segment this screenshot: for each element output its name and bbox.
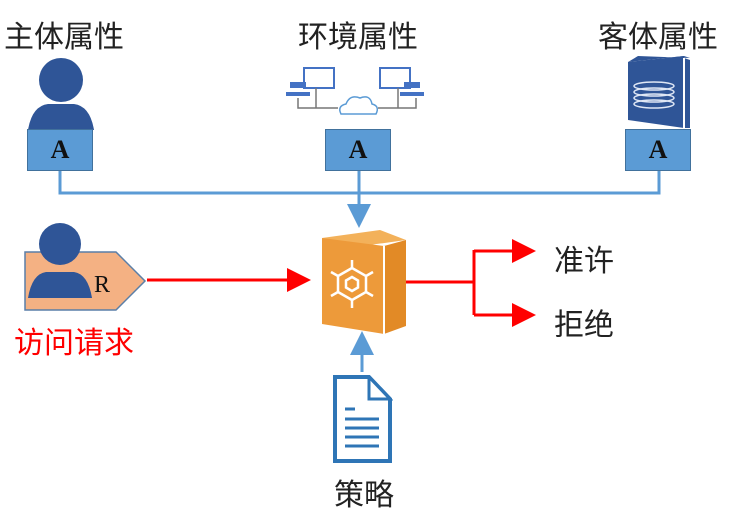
policy-label: 策略: [334, 478, 394, 513]
user-icon: [28, 58, 94, 130]
request-tag: R: [94, 272, 110, 298]
policy-document-icon: [333, 375, 393, 463]
access-request-label: 访问请求: [14, 326, 134, 361]
object-attribute-tag: A: [625, 129, 691, 171]
database-server-icon: [628, 56, 690, 128]
access-request-icon: R: [24, 223, 147, 311]
subject-attribute-label: 主体属性: [4, 20, 124, 55]
decision-arrows: [406, 239, 536, 327]
environment-attribute-tag: A: [325, 129, 391, 171]
object-attribute-label: 客体属性: [598, 20, 718, 55]
deny-label: 拒绝: [554, 308, 614, 343]
permit-label: 准许: [554, 244, 614, 279]
environment-attribute-label: 环境属性: [298, 20, 418, 55]
network-icon: [286, 67, 424, 115]
decision-engine-icon: [322, 230, 406, 334]
subject-attribute-tag: A: [27, 129, 93, 171]
attribute-bus: [58, 170, 661, 228]
